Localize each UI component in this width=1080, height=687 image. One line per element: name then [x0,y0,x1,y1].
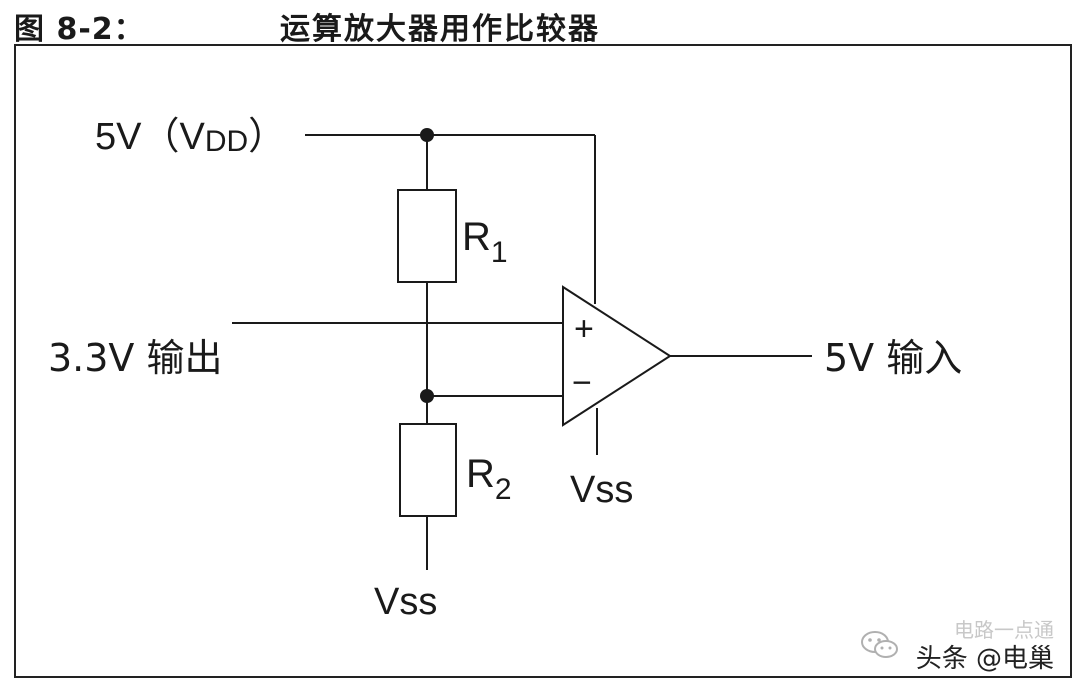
minus-input-sign: − [572,364,592,402]
diagram-frame [14,44,1072,678]
opamp-symbol [562,285,672,427]
watermark-faint: 电路一点通 [954,618,1054,642]
vdd-label: 5V（VDD） [95,116,286,158]
bottom-vss-label: Vss [374,581,437,623]
r1-label: R1 [462,215,508,269]
resistor-r2 [399,423,457,517]
r2-label: R2 [466,452,512,506]
output-label: 5V 输入 [824,336,962,380]
figure-number: 图 8-2： [14,12,145,47]
input-label: 3.3V 输出 [48,336,223,380]
plus-input-sign: + [574,310,594,348]
figure-title: 运算放大器用作比较器 [280,12,600,47]
watermark-main: 头条 @电巢 [915,644,1054,674]
vdd-junction-dot [420,128,434,142]
resistor-r1 [397,189,457,283]
opamp-vss-label: Vss [570,469,633,511]
wechat-icon [861,631,898,658]
